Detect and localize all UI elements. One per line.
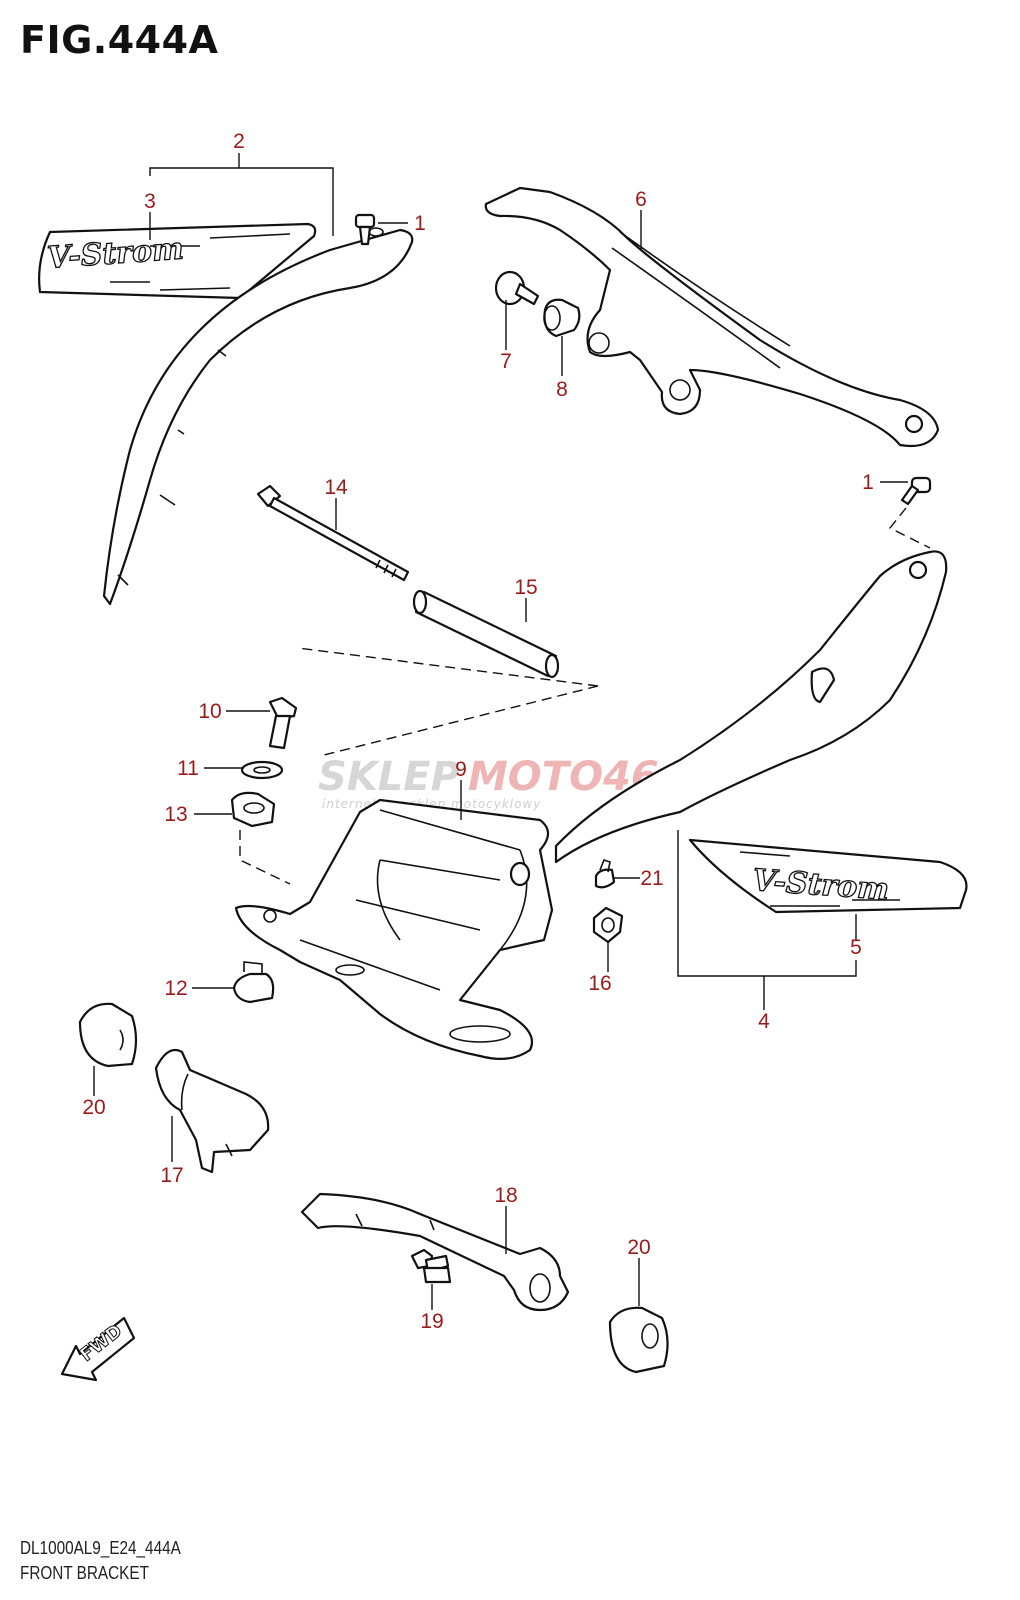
part-20-cushion-right (608, 1306, 669, 1374)
part-18-lower-stay (300, 1192, 570, 1312)
part-17-stay (154, 1048, 270, 1174)
part-9-front-bracket (234, 798, 554, 1061)
section-name: FRONT BRACKET (20, 1563, 149, 1583)
part-1-screw-upper (354, 213, 376, 246)
callout-part-14: 14 (324, 476, 348, 499)
part-21-screw (594, 859, 616, 889)
part-11-washer (240, 760, 284, 780)
callout-part-20-right: 20 (627, 1236, 650, 1259)
callout-part-13: 13 (164, 803, 187, 826)
callout-part-8: 8 (556, 378, 568, 401)
callout-part-16: 16 (588, 972, 611, 995)
callout-part-10: 10 (198, 700, 221, 723)
part-16-nut (592, 906, 624, 944)
part-5-right-decal: V-Strom (688, 838, 968, 914)
part-4-right-cover (554, 550, 948, 864)
callout-part-12: 12 (164, 977, 187, 1000)
callout-part-4: 4 (758, 1010, 770, 1033)
part-3-left-decal: V-Strom (38, 222, 317, 300)
part-8-grommet (543, 298, 581, 338)
callout-numbers: 2 3 1 6 7 8 14 1 15 10 9 11 13 21 16 5 1… (82, 130, 874, 1333)
leader-dash-right-screw (888, 507, 931, 549)
callout-part-1-upper: 1 (414, 212, 426, 235)
part-12-collar (232, 961, 275, 1004)
callout-part-1-right: 1 (862, 471, 874, 494)
callout-part-19: 19 (420, 1310, 443, 1333)
part-20-cushion-left (78, 1002, 138, 1068)
callout-part-2: 2 (233, 130, 245, 153)
part-13-grommet (230, 791, 276, 828)
part-10-bolt (268, 696, 298, 750)
callout-part-17: 17 (160, 1164, 183, 1187)
part-2-left-cover (102, 227, 414, 606)
callout-part-11: 11 (177, 757, 199, 780)
callout-part-18: 18 (494, 1184, 517, 1207)
part-6-upper-bracket (484, 186, 940, 448)
part-7-bolt (494, 270, 540, 306)
part-14-long-bolt (256, 484, 410, 582)
figure-title: FIG.444A (20, 18, 219, 62)
leader-lines (93, 153, 908, 1310)
leader-dash-grommet (239, 830, 291, 885)
model-code: DL1000AL9_E24_444A (20, 1538, 181, 1558)
callout-part-6: 6 (635, 188, 647, 211)
callout-part-20-left: 20 (82, 1096, 105, 1119)
watermark-brand-left: SKLEP (318, 754, 460, 800)
callout-part-9: 9 (455, 758, 467, 781)
callout-part-7: 7 (500, 350, 512, 373)
leader-dash-sleeve (297, 647, 599, 757)
part-15-sleeve (412, 589, 560, 679)
part-19-bolt (410, 1248, 452, 1284)
callout-part-3: 3 (144, 190, 156, 213)
callout-part-15: 15 (514, 576, 537, 599)
part-1-screw-right (900, 476, 932, 506)
callout-part-21: 21 (640, 867, 663, 890)
forward-arrow-icon: FWD (60, 1316, 136, 1382)
callout-part-5: 5 (850, 936, 862, 959)
